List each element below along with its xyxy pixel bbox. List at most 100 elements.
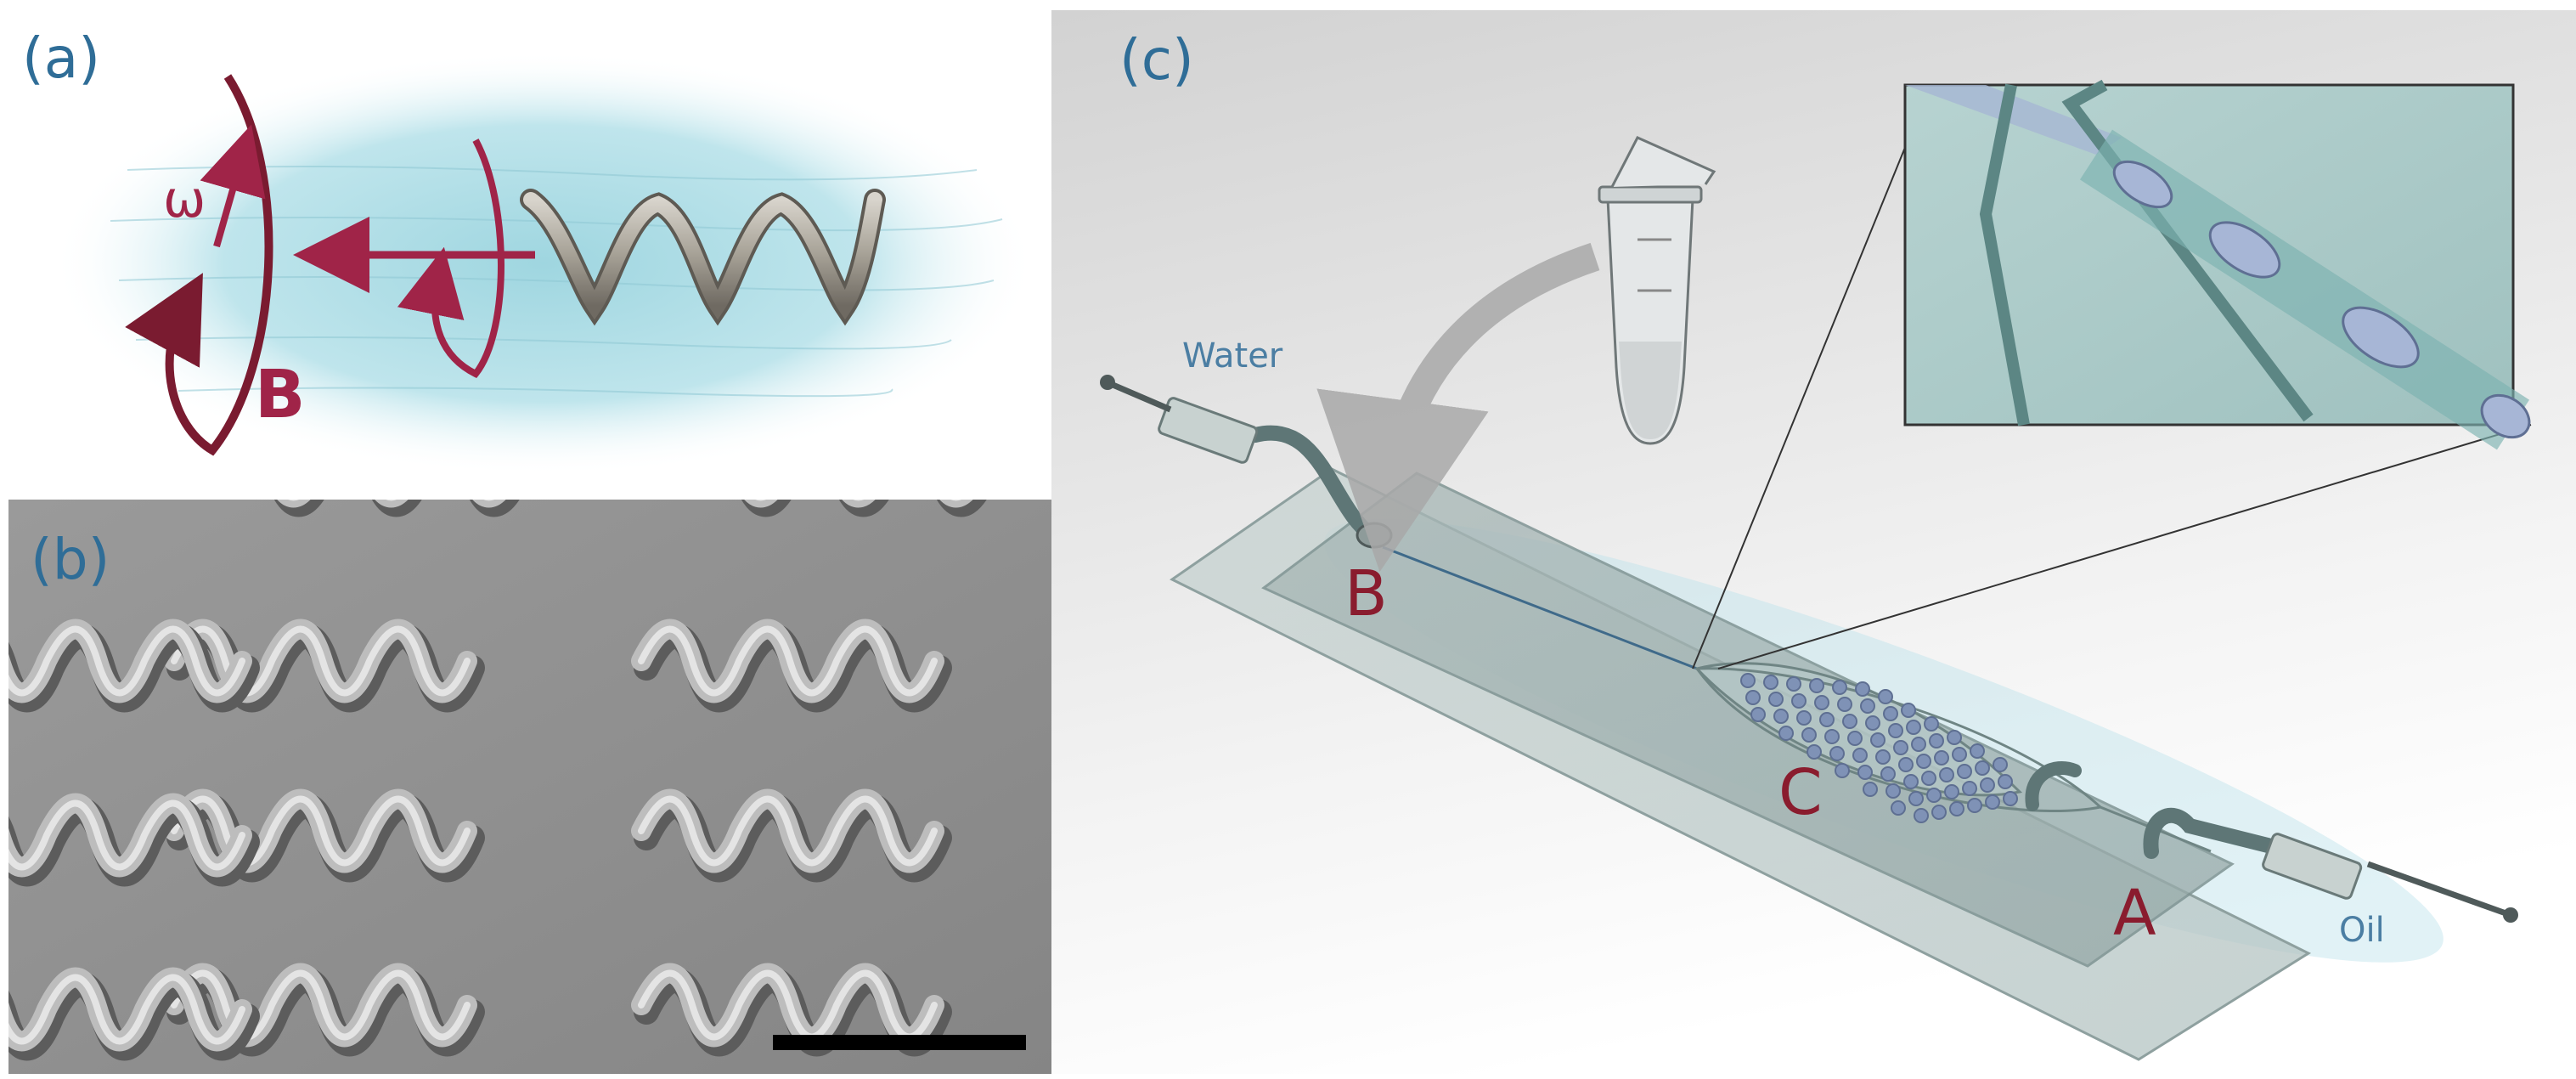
trapped-droplet: [1901, 703, 1916, 718]
trapped-droplet: [1842, 714, 1857, 729]
trapped-droplet: [1929, 733, 1944, 749]
trapped-droplet: [1947, 730, 1962, 745]
trapped-droplet: [1893, 740, 1908, 755]
sem-micrograph: [8, 500, 1051, 1074]
trapped-droplet: [1832, 680, 1847, 695]
marker-b: B: [1344, 557, 1388, 630]
zoom-line-left: [1717, 424, 2532, 669]
trapped-droplet: [1911, 737, 1926, 752]
panel-b-label: (b): [31, 527, 110, 592]
trapped-droplet: [1962, 781, 1977, 796]
trapped-droplet: [1807, 744, 1822, 760]
trapped-droplet: [1773, 709, 1789, 724]
trapped-droplet: [1957, 764, 1972, 779]
trapped-droplet: [1952, 747, 1967, 762]
water-label: Water: [1182, 336, 1283, 376]
water-ripples: [110, 166, 1003, 398]
trapped-droplet: [1926, 788, 1942, 803]
trapped-droplet: [1809, 678, 1824, 693]
trapped-droplet: [1985, 794, 2000, 810]
trapped-droplet: [1829, 746, 1845, 761]
zoom-line-top: [1692, 84, 1931, 669]
trapped-droplet: [1970, 743, 1985, 759]
trapped-droplet: [1768, 692, 1784, 707]
trapped-droplet: [2003, 791, 2018, 806]
sem-helix: [8, 619, 260, 713]
trapped-droplet: [1880, 766, 1896, 782]
trapped-droplet: [1801, 727, 1817, 743]
trapped-droplet: [1914, 808, 1929, 823]
panel-c-label: (c): [1119, 27, 1194, 93]
trapped-droplet: [1740, 673, 1756, 688]
trapped-droplet: [1778, 726, 1794, 741]
trapped-droplet: [1860, 698, 1875, 714]
helix-microswimmer: [520, 189, 886, 326]
panel-a-label: (a): [22, 25, 100, 91]
trapped-droplet: [1949, 801, 1964, 816]
marker-c: C: [1778, 756, 1823, 829]
trapped-droplet: [1998, 774, 2013, 789]
trapped-droplet: [1847, 731, 1863, 746]
trapped-droplet: [1888, 723, 1903, 738]
trapped-droplet: [1865, 715, 1880, 731]
trapped-droplet: [1857, 765, 1873, 780]
trapped-droplet: [1791, 693, 1807, 709]
droplet-generation-inset: [1903, 79, 2531, 450]
trapped-droplet: [1855, 681, 1870, 697]
trapped-droplet: [1924, 716, 1939, 732]
trapped-droplet: [1745, 690, 1761, 705]
trapped-droplet: [1883, 706, 1898, 721]
trapped-droplet: [1906, 720, 1921, 735]
trapped-droplet: [1763, 675, 1778, 690]
trapped-droplet: [1944, 784, 1959, 799]
trapped-droplet: [1993, 757, 2008, 772]
sem-helix: [631, 788, 952, 883]
trapped-droplet: [1931, 805, 1947, 820]
trapped-droplet: [1939, 767, 1954, 782]
trapped-droplet: [1891, 800, 1906, 816]
droplet-array: [1740, 673, 2018, 823]
sem-helix: [8, 793, 260, 887]
trapped-droplet: [1908, 791, 1924, 806]
inlet-port: [1356, 522, 1393, 549]
trapped-droplet: [1814, 695, 1829, 710]
trapped-droplet: [1819, 712, 1835, 727]
trapped-droplet: [1934, 750, 1949, 765]
trapped-droplet: [1870, 732, 1885, 748]
omega-arrow: [200, 124, 266, 248]
sem-helix: [631, 619, 952, 713]
sem-helix: [8, 967, 260, 1061]
trapped-droplet: [1750, 707, 1766, 722]
loading-arrow: [1316, 242, 1600, 573]
trapped-droplet: [1916, 754, 1931, 769]
trapped-droplet: [1967, 798, 1982, 813]
scale-bar: [773, 1035, 1026, 1050]
helix-rotation-loop: [397, 138, 504, 379]
panel-b: (b): [8, 500, 1051, 1074]
trapped-droplet: [1837, 697, 1852, 712]
trapped-droplet: [1980, 777, 1995, 793]
junction-tubing: [2025, 760, 2082, 811]
water-syringe: [1100, 375, 1259, 464]
sem-helix: [631, 963, 952, 1057]
omega-symbol: ω: [163, 170, 206, 229]
trapped-droplet: [1875, 749, 1891, 765]
panel-c: (c) Water Oil B C A: [1051, 10, 2576, 1074]
oil-label: Oil: [2339, 911, 2385, 950]
trapped-droplet: [1824, 729, 1840, 744]
trapped-droplet: [1903, 774, 1919, 789]
trapped-droplet: [1852, 748, 1868, 763]
oil-syringe: [2262, 833, 2518, 923]
marker-a: A: [2113, 877, 2156, 950]
trapped-droplet: [1786, 676, 1801, 692]
water-volume: [51, 51, 1036, 476]
oil-tubing: [2143, 807, 2282, 859]
panel-a: (a) ω B: [0, 0, 1051, 493]
trapped-droplet: [1878, 689, 1893, 704]
microfluidic-chip-illustration: [1051, 10, 2576, 1074]
field-symbol: B: [255, 357, 306, 433]
eppendorf-tube: [1598, 136, 1716, 445]
trapped-droplet: [1975, 760, 1990, 776]
trapped-droplet: [1898, 757, 1914, 772]
helix-in-fluid-illustration: [51, 51, 1036, 476]
